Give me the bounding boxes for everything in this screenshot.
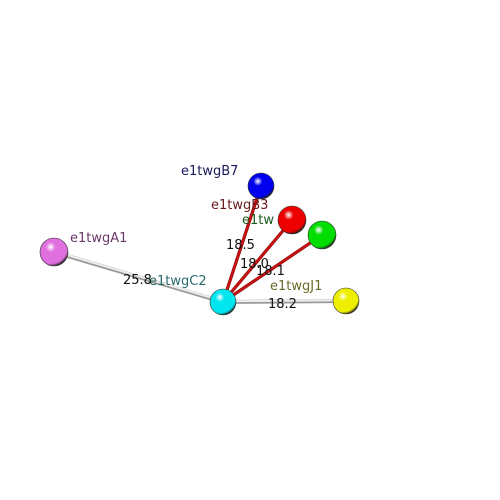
edge-label-G: 18.1	[256, 264, 285, 279]
node-label-J1: e1twgJ1	[270, 279, 322, 294]
edge-C2-B3	[221, 218, 294, 304]
edge-C2-B7	[221, 184, 263, 304]
node-label-B3: e1twgB3	[211, 198, 268, 213]
edge-C2-J1	[221, 299, 348, 304]
node-label-B7: e1twgB7	[181, 164, 238, 179]
edges-layer	[52, 184, 348, 304]
node-G[interactable]	[307, 220, 337, 250]
edge-label-B3: 18.0	[240, 257, 269, 272]
node-J1[interactable]	[332, 287, 360, 315]
edge-C2-G	[221, 233, 324, 304]
edge-label-B7: 18.5	[226, 238, 255, 253]
edge-C2-A1	[52, 250, 225, 304]
node-A1[interactable]	[39, 237, 69, 267]
node-C2[interactable]	[209, 288, 237, 316]
nodes-layer	[39, 172, 360, 316]
edge-label-A1: 25.8	[123, 273, 152, 288]
node-label-C2: e1twgC2	[149, 274, 207, 289]
node-B3[interactable]	[277, 205, 307, 235]
node-label-G: e1tw	[242, 213, 274, 228]
edge-label-J1: 18.2	[268, 297, 297, 312]
node-B7[interactable]	[247, 172, 275, 200]
node-label-A1: e1twgA1	[70, 231, 127, 246]
